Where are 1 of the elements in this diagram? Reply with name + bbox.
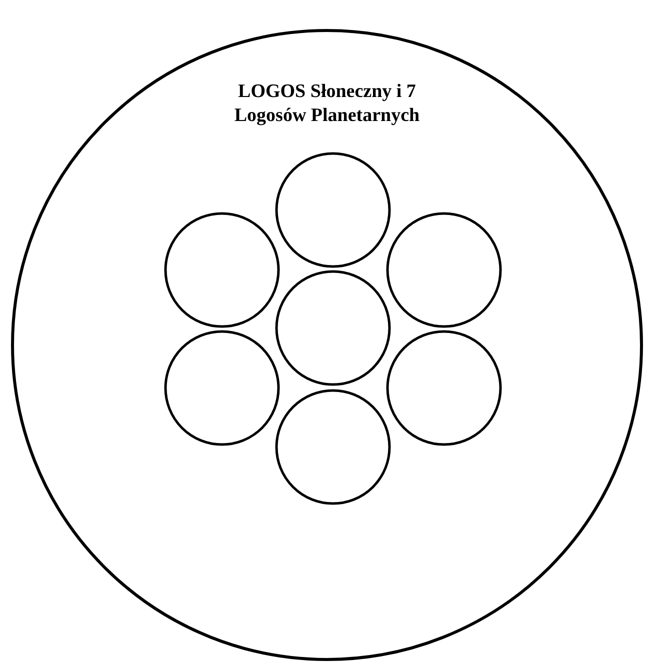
heading-text: LOGOS Słoneczny i 7 Logosów Planetarnych (233, 80, 421, 128)
